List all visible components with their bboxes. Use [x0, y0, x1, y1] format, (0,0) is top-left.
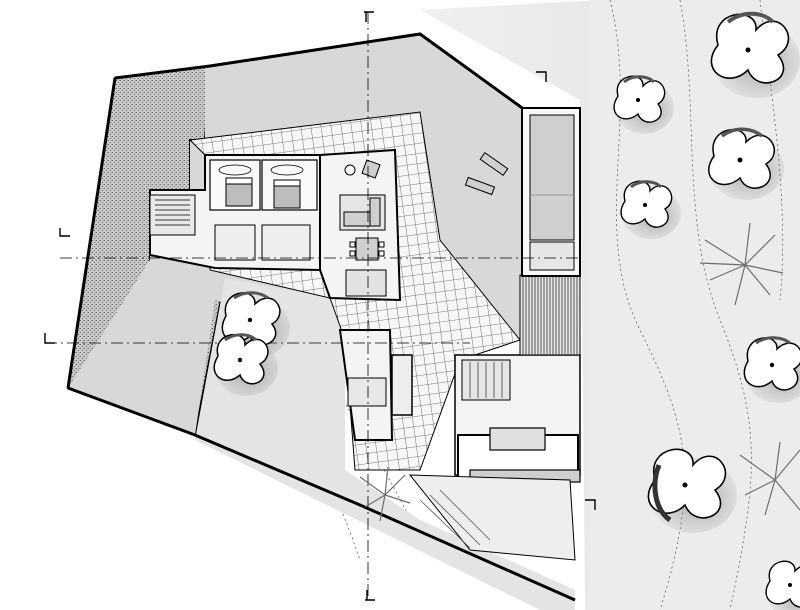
tree-canopy-icon — [213, 333, 278, 396]
tree-canopy-icon — [765, 560, 800, 610]
palm-icon — [359, 222, 800, 522]
site-boundary — [66, 32, 576, 602]
sofa-icon — [343, 197, 381, 227]
swimming-pool — [521, 107, 581, 277]
south-pavilion — [338, 329, 413, 441]
tree-canopy-icon — [647, 448, 737, 533]
bed-icon — [225, 177, 301, 209]
tree-canopy-icon — [708, 127, 784, 200]
rug-icon — [218, 164, 304, 176]
walkway — [408, 474, 576, 561]
tree-canopy-icon — [743, 336, 800, 403]
section-mark-icon — [44, 11, 596, 601]
tree-canopy-icon — [613, 75, 674, 134]
outdoor-kitchen — [454, 354, 581, 483]
tree-canopy-group — [213, 11, 800, 610]
pool-deck — [519, 274, 581, 356]
steps — [419, 489, 491, 549]
tree-canopy-icon — [620, 180, 681, 239]
south-lawn — [195, 278, 575, 610]
dining-table-icon — [349, 237, 385, 261]
armchair-icon — [344, 159, 381, 179]
section-lines — [45, 12, 580, 600]
lounger-icon — [464, 151, 509, 196]
tree-canopy-icon — [710, 11, 800, 98]
